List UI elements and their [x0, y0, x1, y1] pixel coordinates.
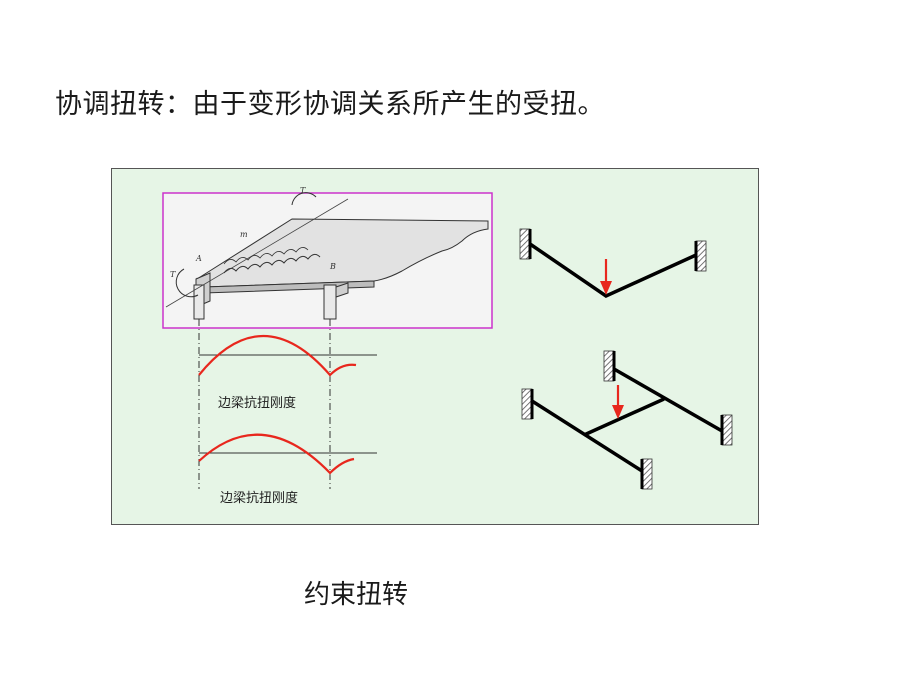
upper-stiffness-label: 边梁抗扭刚度 — [218, 395, 296, 411]
torque-top-label: T — [300, 186, 306, 195]
upper-moment-curve: 边梁抗扭刚度 — [198, 334, 377, 411]
point-b-label: B — [329, 262, 336, 271]
torsion-diagram-svg: T T m A B 边梁抗扭刚度 边梁抗扭刚度 — [162, 186, 733, 506]
beam-illustration: T T m A B — [162, 186, 493, 329]
lower-stiffness-label: 边梁抗扭刚度 — [220, 490, 298, 506]
grid-frame-diagram — [521, 350, 733, 490]
moment-label: m — [240, 230, 248, 239]
diagram-panel: T T m A B 边梁抗扭刚度 边梁抗扭刚度 — [111, 168, 759, 525]
page-heading: 协调扭转：由于变形协调关系所产生的受扭。 — [55, 89, 605, 120]
lower-moment-curve: 边梁抗扭刚度 — [198, 433, 377, 506]
torque-left-label: T — [170, 270, 176, 279]
v-frame-diagram — [519, 228, 707, 299]
constrained-torsion-caption: 约束扭转 — [304, 580, 409, 610]
point-a-label: A — [195, 254, 202, 263]
